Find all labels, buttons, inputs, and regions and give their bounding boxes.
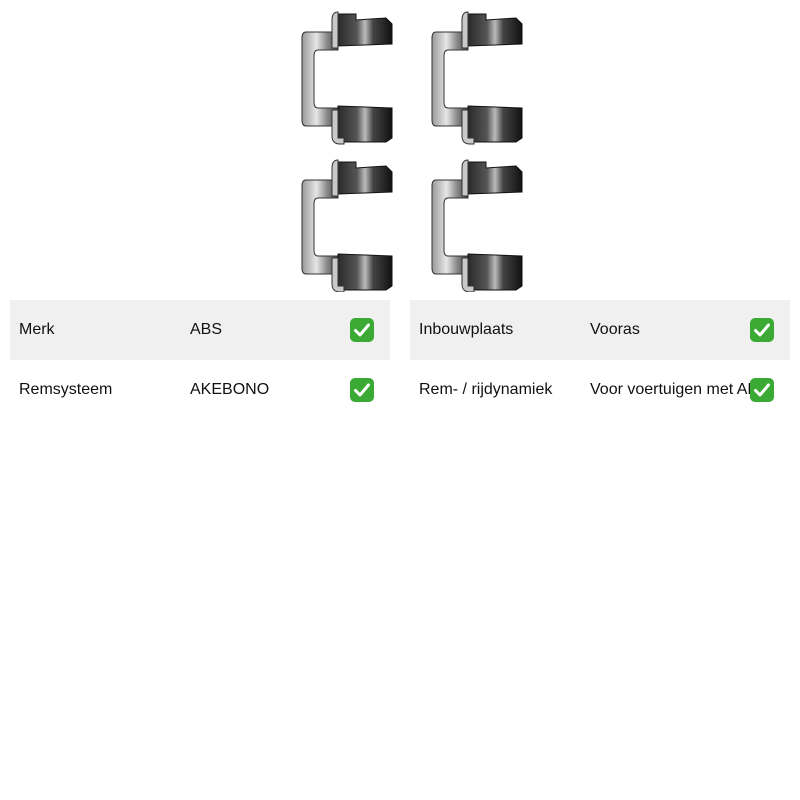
spec-label: Inbouwplaats (419, 321, 514, 338)
product-image (296, 8, 528, 292)
brake-pad-clip-icon (301, 11, 523, 292)
check-icon (349, 377, 375, 403)
spec-row: Merk ABS (10, 300, 390, 360)
spec-table-right: Inbouwplaats Vooras Rem- / rijdynamiek V… (410, 300, 790, 420)
spec-value: Voor voertuigen met ABS (590, 381, 769, 398)
spec-row: Remsysteem AKEBONO (10, 360, 390, 420)
spec-row: Rem- / rijdynamiek Voor voertuigen met A… (410, 360, 790, 420)
check-icon (349, 317, 375, 343)
spec-label: Merk (19, 321, 55, 338)
spec-value: AKEBONO (190, 381, 270, 398)
spec-table-left: Merk ABS Remsysteem AKEBONO (10, 300, 390, 420)
check-icon (749, 377, 775, 403)
spec-value: ABS (190, 321, 223, 338)
check-icon (749, 317, 775, 343)
spec-label: Remsysteem (19, 381, 113, 398)
spec-value: Vooras (590, 321, 640, 338)
spec-row: Inbouwplaats Vooras (410, 300, 790, 360)
spec-label: Rem- / rijdynamiek (419, 381, 553, 398)
